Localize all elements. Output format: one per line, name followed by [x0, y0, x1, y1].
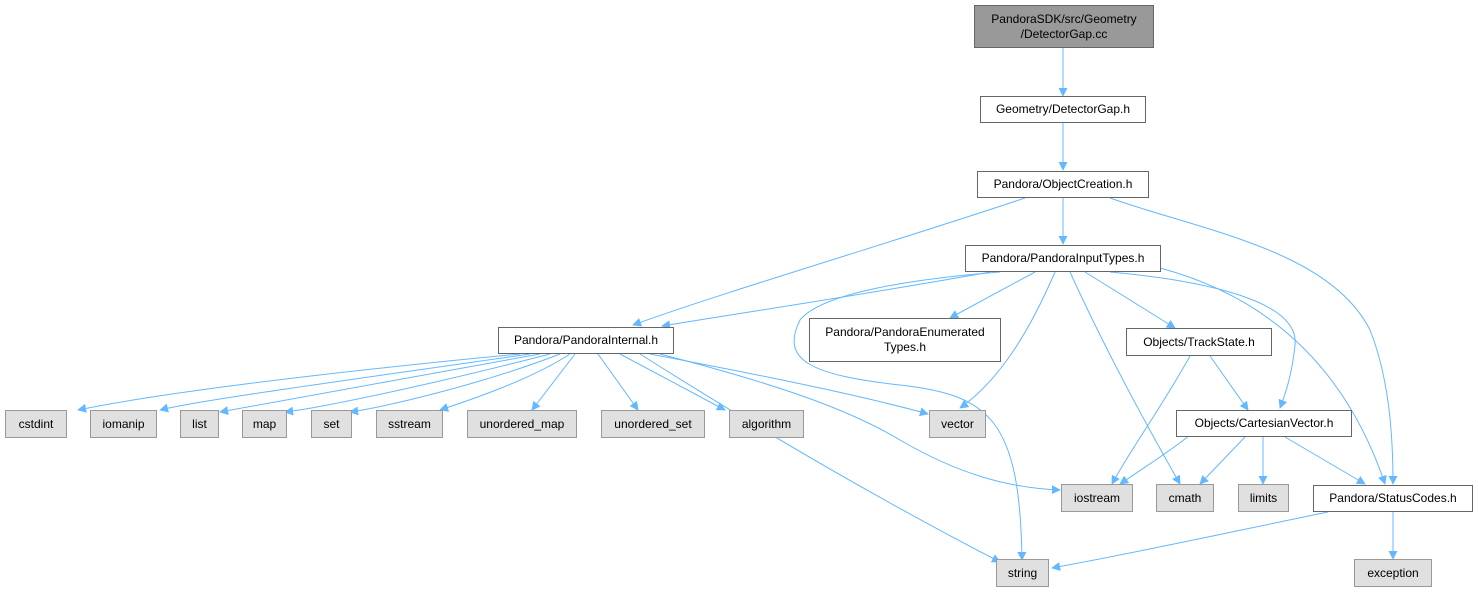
- node-string[interactable]: string: [996, 559, 1049, 587]
- edge-pandora-input-types-h-to-string: [793, 271, 1027, 561]
- node-cmath[interactable]: cmath: [1156, 484, 1214, 512]
- edge-pandora-input-types-h-to-pandora-internal-h: [661, 271, 991, 330]
- node-iomanip[interactable]: iomanip: [90, 410, 157, 438]
- edge-track-state-h-to-iostream: [1111, 355, 1191, 485]
- edge-track-state-h-to-cartesian-vector-h: [1209, 355, 1249, 411]
- node-object-creation-h[interactable]: Pandora/ObjectCreation.h: [977, 171, 1149, 198]
- edge-pandora-internal-h-to-list: [219, 353, 541, 416]
- edge-cartesian-vector-h-to-cmath: [1199, 436, 1246, 485]
- edge-pandora-input-types-h-to-pandora-enumerated-types-h: [949, 271, 1036, 319]
- node-list[interactable]: list: [180, 410, 219, 438]
- node-algorithm[interactable]: algorithm: [729, 410, 804, 438]
- node-track-state-h[interactable]: Objects/TrackState.h: [1126, 328, 1272, 356]
- edge-pandora-internal-h-to-sstream: [439, 353, 571, 412]
- node-sstream[interactable]: sstream: [376, 410, 443, 438]
- node-cartesian-vector-h[interactable]: Objects/CartesianVector.h: [1176, 410, 1352, 437]
- edge-status-codes-h-to-string: [1051, 511, 1329, 571]
- node-vector[interactable]: vector: [929, 410, 986, 438]
- edge-cartesian-vector-h-to-iostream: [1119, 434, 1191, 485]
- node-exception[interactable]: exception: [1354, 559, 1432, 587]
- node-pandora-input-types-h[interactable]: Pandora/PandoraInputTypes.h: [965, 245, 1161, 272]
- node-status-codes-h[interactable]: Pandora/StatusCodes.h: [1313, 485, 1473, 512]
- edge-pandora-internal-h-to-iomanip: [159, 353, 531, 413]
- edge-pandora-internal-h-to-iostream: [659, 353, 1061, 495]
- node-detector-gap-h[interactable]: Geometry/DetectorGap.h: [980, 96, 1146, 123]
- edge-object-creation-h-to-pandora-internal-h: [632, 197, 1026, 327]
- edge-pandora-internal-h-to-map: [284, 353, 551, 416]
- node-limits[interactable]: limits: [1238, 484, 1289, 512]
- edge-pandora-internal-h-to-set: [349, 353, 561, 416]
- node-detector-gap-cc[interactable]: PandoraSDK/src/Geometry /DetectorGap.cc: [974, 5, 1154, 48]
- node-cstdint[interactable]: cstdint: [5, 410, 67, 438]
- node-set[interactable]: set: [311, 410, 352, 438]
- edge-pandora-input-types-h-to-status-codes-h: [1159, 267, 1387, 485]
- edge-object-creation-h-to-status-codes-h: [1109, 197, 1398, 485]
- edge-pandora-input-types-h-to-vector: [959, 271, 1056, 409]
- node-unordered-map[interactable]: unordered_map: [467, 410, 577, 438]
- edge-pandora-internal-h-to-cstdint: [77, 353, 521, 413]
- node-map[interactable]: map: [242, 410, 287, 438]
- edge-pandora-internal-h-to-vector: [649, 353, 929, 417]
- edge-cartesian-vector-h-to-status-codes-h: [1284, 436, 1366, 485]
- edge-pandora-internal-h-to-string: [639, 353, 1001, 563]
- edge-pandora-internal-h-to-unordered-set: [597, 353, 639, 411]
- node-pandora-enumerated-types-h[interactable]: Pandora/PandoraEnumerated Types.h: [809, 318, 1001, 362]
- node-pandora-internal-h[interactable]: Pandora/PandoraInternal.h: [498, 327, 674, 354]
- edge-pandora-input-types-h-to-track-state-h: [1084, 271, 1176, 329]
- node-unordered-set[interactable]: unordered_set: [601, 410, 705, 438]
- edge-pandora-input-types-h-to-cmath: [1069, 271, 1181, 485]
- edge-pandora-internal-h-to-unordered-map: [531, 353, 576, 411]
- node-iostream[interactable]: iostream: [1061, 484, 1133, 512]
- edge-pandora-internal-h-to-algorithm: [619, 353, 726, 411]
- edge-pandora-input-types-h-to-cartesian-vector-h: [1109, 271, 1296, 409]
